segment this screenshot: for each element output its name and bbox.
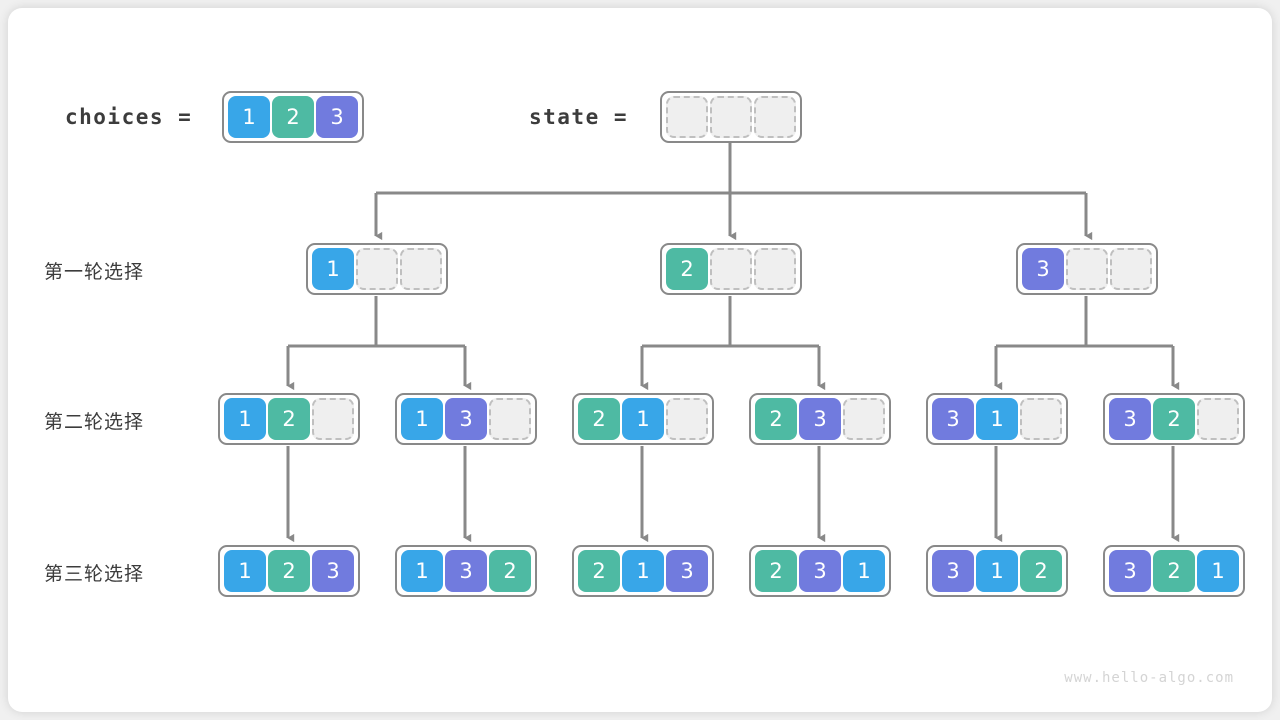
cell: 1 xyxy=(401,398,443,440)
state-cell-2 xyxy=(754,96,796,138)
round1-node-0: 1 xyxy=(306,243,448,295)
cell-empty xyxy=(843,398,885,440)
cell-empty xyxy=(1066,248,1108,290)
cell: 1 xyxy=(224,550,266,592)
round3-node-2: 2 1 3 xyxy=(572,545,714,597)
diagram-card: choices = 1 2 3 state = 第一轮选择 1 2 3 xyxy=(8,8,1272,712)
cell-empty xyxy=(710,248,752,290)
cell: 1 xyxy=(622,550,664,592)
cell: 3 xyxy=(799,550,841,592)
row-label-round-2: 第二轮选择 xyxy=(44,411,145,433)
cell: 1 xyxy=(224,398,266,440)
cell-empty xyxy=(754,248,796,290)
round2-node-0: 1 2 xyxy=(218,393,360,445)
connector-edges xyxy=(286,143,1180,543)
cell: 1 xyxy=(1197,550,1239,592)
cell: 2 xyxy=(578,550,620,592)
cell: 2 xyxy=(1153,550,1195,592)
cell: 3 xyxy=(1022,248,1064,290)
cell: 2 xyxy=(489,550,531,592)
cell: 1 xyxy=(401,550,443,592)
cell: 2 xyxy=(268,550,310,592)
cell: 3 xyxy=(799,398,841,440)
round3-node-5: 3 2 1 xyxy=(1103,545,1245,597)
round2-node-2: 2 1 xyxy=(572,393,714,445)
choices-array: 1 2 3 xyxy=(222,91,364,143)
cell-empty xyxy=(1020,398,1062,440)
round2-node-4: 3 1 xyxy=(926,393,1068,445)
cell: 3 xyxy=(1109,398,1151,440)
choices-cell-1: 2 xyxy=(272,96,314,138)
cell: 3 xyxy=(1109,550,1151,592)
state-cell-0 xyxy=(666,96,708,138)
round3-node-0: 1 2 3 xyxy=(218,545,360,597)
cell: 2 xyxy=(755,398,797,440)
cell: 2 xyxy=(268,398,310,440)
state-array xyxy=(660,91,802,143)
cell: 2 xyxy=(1020,550,1062,592)
choices-label: choices = xyxy=(65,105,193,129)
cell: 1 xyxy=(976,550,1018,592)
state-cell-1 xyxy=(710,96,752,138)
cell: 2 xyxy=(666,248,708,290)
round3-node-3: 2 3 1 xyxy=(749,545,891,597)
round2-node-5: 3 2 xyxy=(1103,393,1245,445)
cell: 3 xyxy=(445,398,487,440)
round1-node-1: 2 xyxy=(660,243,802,295)
round2-node-1: 1 3 xyxy=(395,393,537,445)
cell: 2 xyxy=(578,398,620,440)
cell: 1 xyxy=(976,398,1018,440)
cell: 3 xyxy=(932,550,974,592)
cell-empty xyxy=(1110,248,1152,290)
cell-empty xyxy=(356,248,398,290)
cell-empty xyxy=(489,398,531,440)
round1-node-2: 3 xyxy=(1016,243,1158,295)
cell: 2 xyxy=(755,550,797,592)
cell: 3 xyxy=(445,550,487,592)
cell: 1 xyxy=(312,248,354,290)
watermark: www.hello-algo.com xyxy=(1064,670,1234,686)
round3-node-4: 3 1 2 xyxy=(926,545,1068,597)
cell: 1 xyxy=(843,550,885,592)
cell: 3 xyxy=(932,398,974,440)
round2-node-3: 2 3 xyxy=(749,393,891,445)
cell-empty xyxy=(666,398,708,440)
round3-node-1: 1 3 2 xyxy=(395,545,537,597)
choices-cell-2: 3 xyxy=(316,96,358,138)
cell: 3 xyxy=(312,550,354,592)
cell: 3 xyxy=(666,550,708,592)
cell: 2 xyxy=(1153,398,1195,440)
row-label-round-1: 第一轮选择 xyxy=(44,261,145,283)
state-label: state = xyxy=(529,105,629,129)
choices-cell-0: 1 xyxy=(228,96,270,138)
cell-empty xyxy=(312,398,354,440)
cell-empty xyxy=(400,248,442,290)
row-label-round-3: 第三轮选择 xyxy=(44,563,145,585)
cell: 1 xyxy=(622,398,664,440)
cell-empty xyxy=(1197,398,1239,440)
